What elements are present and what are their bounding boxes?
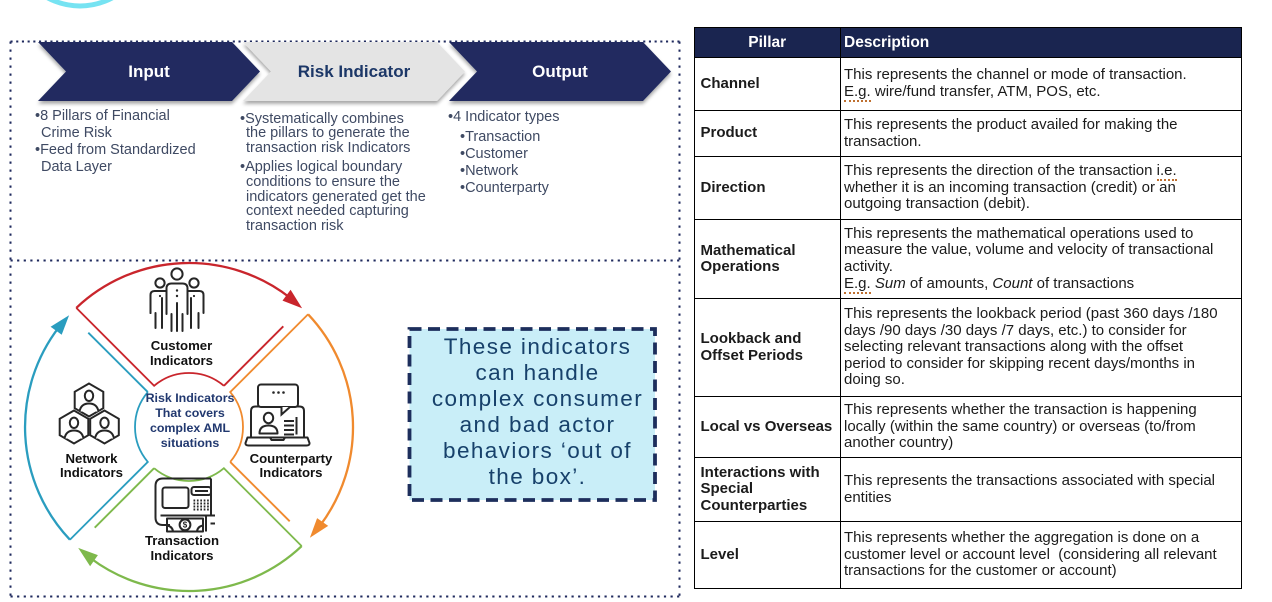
svg-text:$: $ bbox=[183, 521, 188, 530]
